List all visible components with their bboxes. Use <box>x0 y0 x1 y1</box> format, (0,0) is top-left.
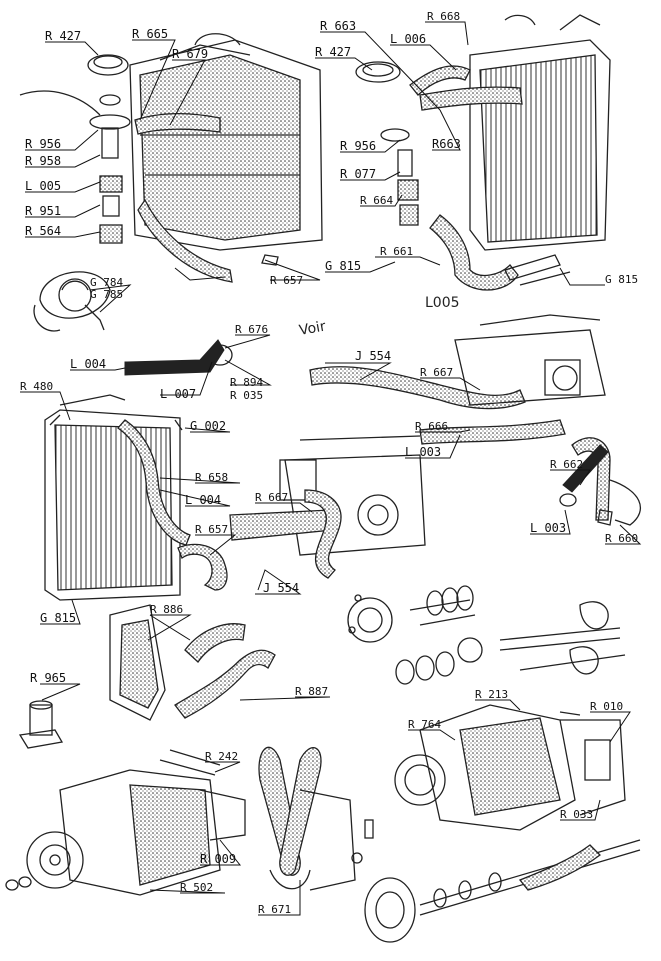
hose-icon <box>124 339 233 376</box>
label-r956-a: R 956 <box>25 137 61 151</box>
label-r663-a: R 663 <box>320 19 356 33</box>
label-r033: R 033 <box>560 808 593 821</box>
label-r661: R 661 <box>380 245 413 258</box>
label-r671: R 671 <box>258 903 291 916</box>
thermostat-icon <box>355 61 419 226</box>
label-r886: R 886 <box>150 603 183 616</box>
radiator-icon <box>44 394 183 601</box>
radiator-assembly-left <box>19 33 323 283</box>
label-r657-b: R 657 <box>195 523 228 536</box>
hose-icon <box>134 113 233 283</box>
label-r667-b: R 667 <box>255 491 288 504</box>
label-r663-b: R663 <box>432 137 461 151</box>
label-j554-b: J 554 <box>263 581 299 595</box>
radiator-icon <box>129 33 323 251</box>
engine-section-center <box>229 435 426 579</box>
label-r666: R 666 <box>415 420 448 433</box>
hose-icon <box>409 65 523 291</box>
label-l004-b: L 004 <box>185 493 221 507</box>
water-pump-exploded <box>347 585 626 685</box>
thermostat-icon <box>89 94 131 244</box>
label-g815-a: G 815 <box>325 259 361 273</box>
label-r035: R 035 <box>230 389 263 402</box>
label-r010: R 010 <box>590 700 623 713</box>
label-g815-b: G 815 <box>605 273 638 286</box>
label-r676: R 676 <box>235 323 268 336</box>
label-l003-a: L 003 <box>405 445 441 459</box>
label-l004-a: L 004 <box>70 357 106 371</box>
label-r887: R 887 <box>295 685 328 698</box>
label-r951: R 951 <box>25 204 61 218</box>
label-r956-b: R 956 <box>340 139 376 153</box>
label-g002: G 002 <box>190 419 226 433</box>
radiator-assembly-mid <box>44 394 228 601</box>
label-r242: R 242 <box>205 750 238 763</box>
label-r667-a: R 667 <box>420 366 453 379</box>
label-l005-a: L 005 <box>25 179 61 193</box>
lower-hoses <box>109 604 276 721</box>
label-g784: G 784 <box>90 276 123 289</box>
radiator-icon <box>469 14 611 251</box>
label-r679: R 679 <box>172 47 208 61</box>
label-l007: L 007 <box>160 387 196 401</box>
thermostat-housing-icon <box>18 700 64 749</box>
fan-belt-icon <box>258 746 374 891</box>
label-r427-b: R 427 <box>315 45 351 59</box>
label-r427-a: R 427 <box>45 29 81 43</box>
label-r662: R 662 <box>550 458 583 471</box>
label-r658: R 658 <box>195 471 228 484</box>
label-r564: R 564 <box>25 224 61 238</box>
label-l005-b: L005 <box>425 295 460 311</box>
water-pump-icon <box>394 704 626 831</box>
label-r077: R 077 <box>340 167 376 181</box>
label-j554-a: J 554 <box>355 349 391 363</box>
fan-pulley-icon <box>364 839 641 943</box>
label-r213: R 213 <box>475 688 508 701</box>
label-r958: R 958 <box>25 154 61 168</box>
label-l003-b: L 003 <box>530 521 566 535</box>
part-labels: R 427 R 665 R 679 R 956 R 958 L 005 R 95… <box>20 10 638 916</box>
hose-icon <box>174 623 276 719</box>
label-r657-a: R 657 <box>270 274 303 287</box>
label-r664: R 664 <box>360 194 393 207</box>
label-r660: R 660 <box>605 532 638 545</box>
label-l006: L 006 <box>390 32 426 46</box>
label-r665: R 665 <box>132 27 168 41</box>
label-g815-c: G 815 <box>40 611 76 625</box>
temperature-gauge-icon <box>33 271 111 332</box>
label-r480: R 480 <box>20 380 53 393</box>
label-r009: R 009 <box>200 852 236 866</box>
handwritten-note: Voir <box>298 319 327 339</box>
label-g785: G 785 <box>90 288 123 301</box>
label-r965: R 965 <box>30 671 66 685</box>
label-r668: R 668 <box>427 10 460 23</box>
label-r894: R 894 <box>230 376 263 389</box>
engine-section-bottom <box>5 749 246 896</box>
leader-lines <box>20 21 642 916</box>
heater-ducting-assembly <box>309 314 642 526</box>
label-r502: R 502 <box>180 881 213 894</box>
radiator-assembly-right <box>355 14 611 291</box>
label-r764: R 764 <box>408 718 441 731</box>
radiator-cap-icon <box>87 54 129 76</box>
